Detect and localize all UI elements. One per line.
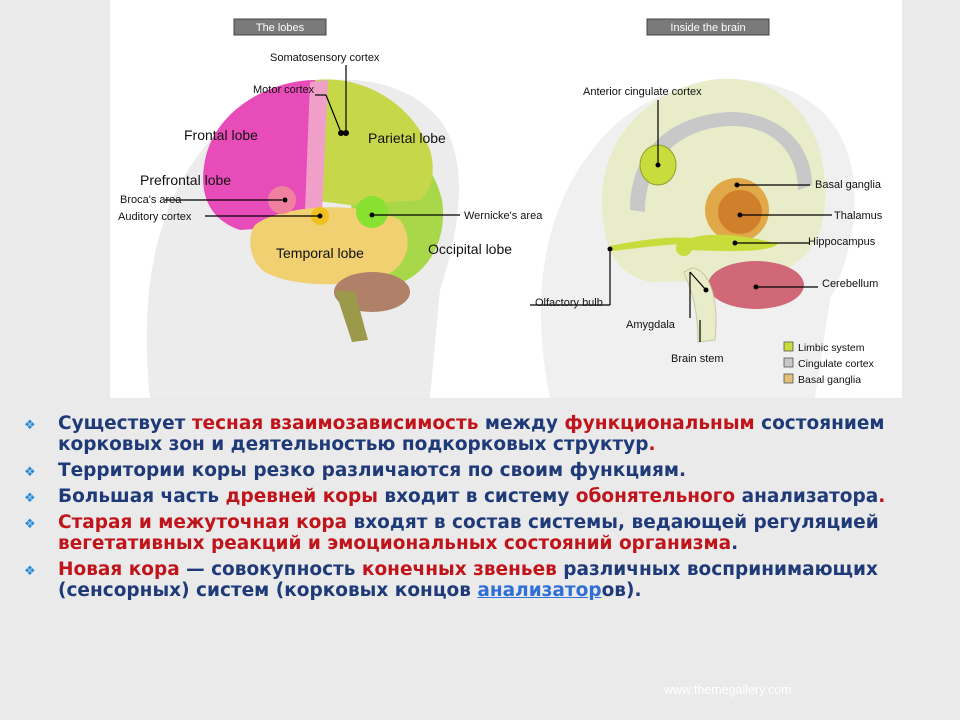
frontal-lobe-shape bbox=[203, 80, 320, 230]
motor-label: Motor cortex bbox=[253, 84, 315, 96]
plain-text: — совокупность bbox=[179, 559, 362, 580]
highlight-text: Новая кора bbox=[58, 559, 180, 580]
diamond-bullet-icon: ❖ bbox=[24, 418, 36, 433]
thalamus-shape bbox=[718, 190, 762, 234]
footer-url: www.themegallery.com bbox=[664, 683, 792, 697]
broca-dot bbox=[282, 197, 288, 203]
plain-text: Существует bbox=[58, 413, 192, 434]
somatosensory-label: Somatosensory cortex bbox=[270, 52, 380, 64]
olfactory-tract-shape bbox=[610, 237, 690, 251]
inside-header: Inside the brain bbox=[670, 22, 745, 34]
highlight-text: функциональным bbox=[564, 413, 755, 434]
analyzer-link[interactable]: анализатор bbox=[477, 580, 602, 601]
bullet-text: Существует тесная взаимозависимость межд… bbox=[58, 413, 885, 455]
highlight-text: тесная взаимозависимость bbox=[191, 413, 479, 434]
bullet-list: ❖ Существует тесная взаимозависимость меж… bbox=[22, 413, 937, 606]
lobes-labels: Somatosensory cortex Motor cortex Fronta… bbox=[118, 52, 543, 261]
lobes-callouts bbox=[165, 65, 460, 217]
legend-limbic: Limbic system bbox=[798, 342, 865, 354]
legend: Limbic system Cingulate cortex Basal gan… bbox=[783, 341, 875, 386]
auditory-label: Auditory cortex bbox=[118, 211, 192, 223]
cingulate-cortex-shape bbox=[630, 112, 812, 212]
legend-cingulate: Cingulate cortex bbox=[798, 358, 875, 370]
highlight-text: обонятельного bbox=[575, 486, 736, 507]
bullet-text: Территории коры резко различаются по сво… bbox=[58, 460, 686, 481]
inside-dots bbox=[607, 162, 759, 293]
bullet-text: Большая часть древней коры входит в сист… bbox=[58, 486, 885, 507]
brain-diagram: The lobes Inside the brain Somatose bbox=[118, 18, 883, 398]
highlight-text: . bbox=[878, 486, 886, 507]
highlight-text: Старая и межуточная кора bbox=[58, 512, 348, 533]
brain-figure: The lobes Inside the brain Somatose bbox=[110, 0, 902, 398]
bullet-item: ❖ Существует тесная взаимозависимость меж… bbox=[22, 413, 937, 455]
diamond-bullet-icon: ❖ bbox=[24, 564, 36, 579]
wernicke-label: Wernicke's area bbox=[464, 210, 543, 222]
occipital-label: Occipital lobe bbox=[428, 241, 512, 257]
brainstem-left-shape bbox=[335, 290, 368, 342]
plain-text: . bbox=[731, 533, 739, 554]
plain-text: между bbox=[478, 413, 565, 434]
highlight-text: древней коры bbox=[225, 486, 378, 507]
plain-text: Большая часть bbox=[58, 486, 226, 507]
amygdala-shape bbox=[676, 240, 692, 256]
wernicke-area-shape bbox=[356, 196, 388, 228]
diamond-bullet-icon: ❖ bbox=[24, 517, 36, 532]
frontal-label: Frontal lobe bbox=[184, 127, 258, 143]
anterior-cingulate-label: Anterior cingulate cortex bbox=[583, 86, 702, 98]
parietal-label: Parietal lobe bbox=[368, 130, 446, 146]
legend-swatch-basal bbox=[783, 373, 794, 384]
prefrontal-label: Prefrontal lobe bbox=[140, 172, 231, 188]
amygdala-label: Amygdala bbox=[626, 319, 676, 331]
bullet-text: Новая кора — совокупность конечных звень… bbox=[58, 559, 878, 601]
broca-label: Broca's area bbox=[120, 194, 182, 206]
parietal-lobe-shape bbox=[310, 79, 433, 205]
highlight-text: вегетативных реакций и эмоциональных сос… bbox=[58, 533, 732, 554]
lobes-header-box bbox=[233, 18, 327, 36]
hippocampus-shape bbox=[685, 234, 778, 252]
bullet-item: ❖ Большая часть древней коры входит в си… bbox=[22, 486, 937, 507]
diamond-bullet-icon: ❖ bbox=[24, 491, 36, 506]
bullet-item: ❖ Новая кора — совокупность конечных зве… bbox=[22, 559, 937, 601]
inside-callouts bbox=[530, 100, 832, 342]
legend-swatch-cingulate bbox=[783, 357, 794, 368]
thalamus-label: Thalamus bbox=[834, 210, 883, 222]
highlight-text: конечных звеньев bbox=[361, 559, 557, 580]
inside-header-box bbox=[646, 18, 770, 36]
lobes-header: The lobes bbox=[256, 22, 305, 34]
diamond-bullet-icon: ❖ bbox=[24, 465, 36, 480]
plain-text: входит в систему bbox=[377, 486, 576, 507]
plain-text: различных воспринимающих (сенсорных) сис… bbox=[58, 559, 878, 601]
hippocampus-label: Hippocampus bbox=[808, 236, 876, 248]
plain-text: анализатора bbox=[735, 486, 879, 507]
plain-text: Территории коры резко различаются по сво… bbox=[58, 460, 687, 481]
cerebellum-label: Cerebellum bbox=[822, 278, 878, 290]
inside-labels: Anterior cingulate cortex Basal ganglia … bbox=[535, 86, 883, 365]
bullet-item: ❖ Территории коры резко различаются по с… bbox=[22, 460, 937, 481]
plain-text: входят в состав системы, ведающей регуля… bbox=[347, 512, 879, 533]
legend-basal: Basal ganglia bbox=[798, 374, 861, 386]
plain-text: ов). bbox=[601, 580, 642, 601]
brainstem-right-shape bbox=[683, 267, 717, 343]
olfactory-label: Olfactory bulb bbox=[535, 297, 603, 309]
temporal-label: Temporal lobe bbox=[276, 245, 364, 261]
motor-dot bbox=[338, 130, 344, 136]
bullet-item: ❖ Старая и межуточная кора входят в сост… bbox=[22, 512, 937, 554]
brain-stem-label: Brain stem bbox=[671, 353, 724, 365]
legend-swatch-limbic bbox=[783, 341, 794, 352]
motor-strip-shape bbox=[305, 80, 328, 212]
basal-ganglia-label: Basal ganglia bbox=[815, 179, 882, 191]
bullet-text: Старая и межуточная кора входят в состав… bbox=[58, 512, 879, 554]
highlight-text: . bbox=[648, 434, 656, 455]
plain-text: состоянием корковых зон и деятельностью … bbox=[58, 413, 885, 455]
